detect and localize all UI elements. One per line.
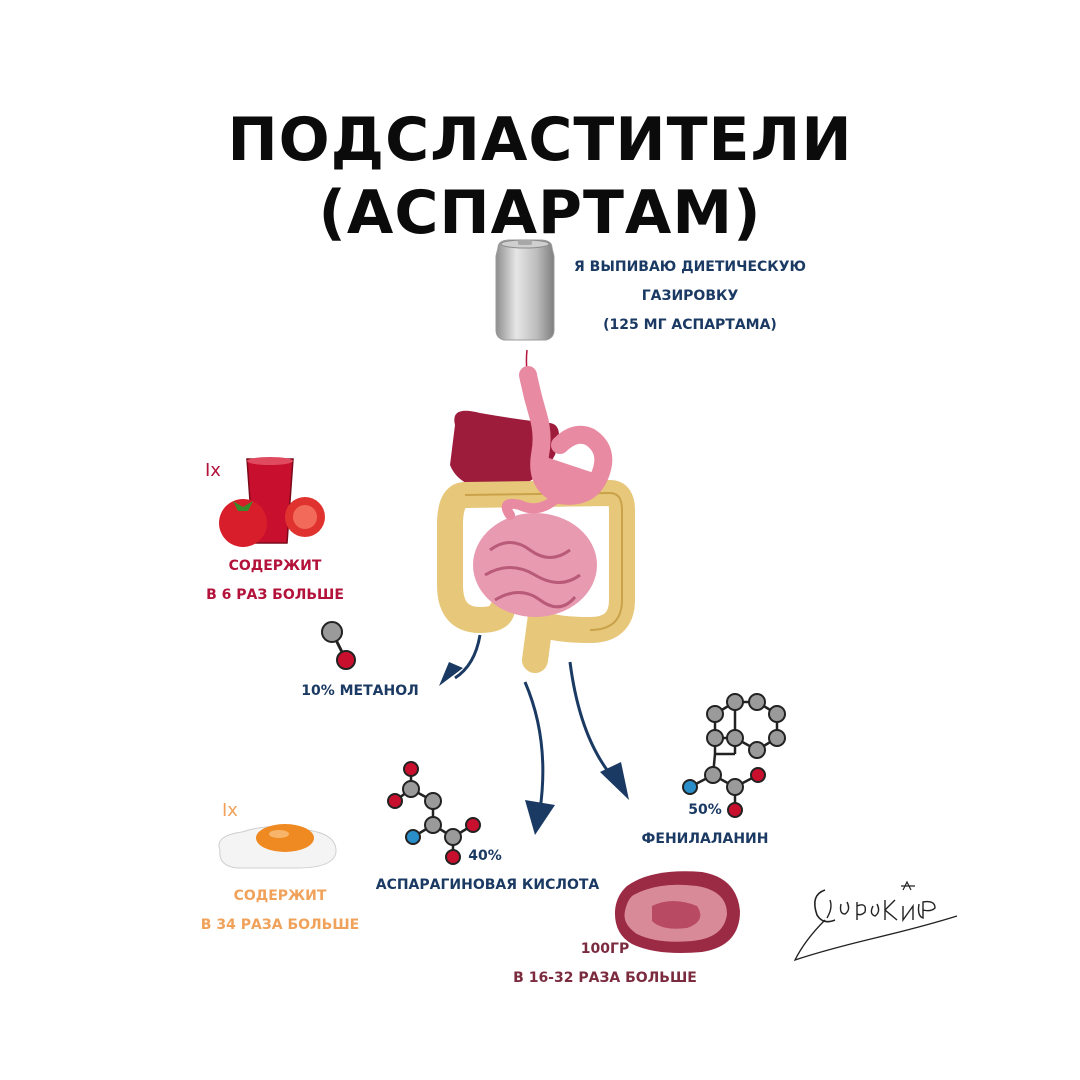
tomato-multiplier: Ix [205, 460, 221, 481]
egg-text-line-2: В 34 РАЗА БОЛЬШЕ [200, 917, 360, 933]
aspartic-acid-molecule-icon [387, 761, 481, 865]
phenyl-label: ФЕНИЛАЛАНИН [641, 831, 769, 847]
drink-text-line-1: Я ВЫПИВАЮ ДИЕТИЧЕСКУЮ [574, 259, 806, 275]
fried-egg-icon [218, 824, 337, 869]
aspartic-label: АСПАРАГИНОВАЯ КИСЛОТА [375, 877, 600, 893]
arrow-to-aspartic [523, 681, 555, 835]
methanol-molecule-icon [321, 621, 356, 670]
title-line-1: ПОДСЛАСТИТЕЛИ [227, 105, 853, 175]
meat-text-line-2: В 16-32 РАЗА БОЛЬШЕ [513, 970, 697, 986]
meat-text-line-1: 100ГР [580, 941, 630, 957]
phenyl-percent: 50% [688, 802, 722, 818]
drink-text-line-2: ГАЗИРОВКУ [641, 288, 739, 304]
egg-multiplier: Ix [222, 800, 238, 821]
soda-can-icon [495, 239, 555, 341]
tomato-juice-icon [219, 457, 325, 547]
methanol-label: 10% МЕТАНОЛ [301, 683, 419, 699]
tomato-text-line-2: В 6 РАЗ БОЛЬШЕ [206, 587, 344, 603]
aspartic-percent: 40% [468, 848, 502, 864]
signature-image [793, 880, 958, 962]
arrow-to-methanol [439, 634, 482, 686]
title-line-2: (АСПАРТАМ) [318, 178, 762, 248]
phenylalanine-molecule-icon [682, 693, 786, 818]
tomato-text-line-1: СОДЕРЖИТ [228, 558, 322, 574]
arrow-to-phenylalanine [568, 661, 629, 800]
digestive-system-illustration [437, 366, 635, 673]
meat-icon [614, 871, 740, 953]
egg-text-line-1: СОДЕРЖИТ [233, 888, 327, 904]
drink-text-line-3: (125 МГ АСПАРТАМА) [603, 317, 777, 333]
